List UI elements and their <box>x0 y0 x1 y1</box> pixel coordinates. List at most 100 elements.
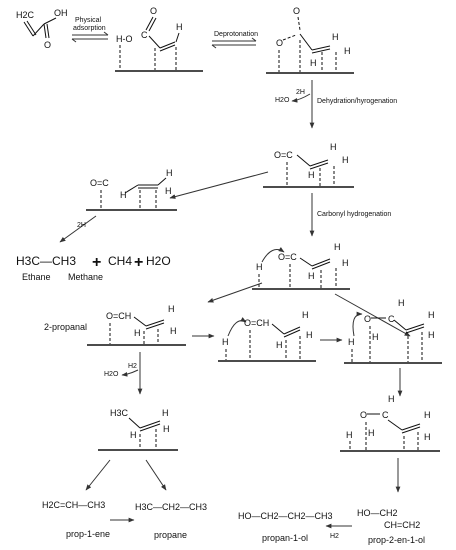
physical-adsorption-label-line1: Physical <box>75 17 102 24</box>
propyl-h-3: H <box>130 430 137 440</box>
mid-h-4: H <box>276 340 283 350</box>
arrow-to-right-branch <box>334 293 411 337</box>
propenol-formula-top: HO—CH2 <box>357 508 398 518</box>
prop-1-ene-label: prop-1-ene <box>66 529 110 539</box>
two-h-label-2: 2H <box>77 222 86 229</box>
decarb-h-2: H <box>166 168 173 178</box>
mid-h-1: H <box>222 337 229 347</box>
alk-h-4: H <box>368 428 375 438</box>
right-o-label: O <box>364 314 371 324</box>
dehydration-arrow: Dehydration/hyrogenation 2H H2O <box>275 80 397 129</box>
carbonyl-hydrogenation-arrow: Carbonyl hydrogenation <box>309 193 391 237</box>
arrow-to-propane <box>145 459 167 491</box>
water-formula: H2O <box>146 254 171 268</box>
alk-o-label: O <box>360 410 367 420</box>
two-propanal-label: 2-propanal <box>44 322 87 332</box>
mid-och-label: O=CH <box>244 318 269 328</box>
two-h-label-1: 2H <box>296 89 305 96</box>
methane-formula: CH4 <box>108 254 132 268</box>
attack-h-4: H <box>308 271 315 281</box>
decarb-h-1: H <box>120 190 127 200</box>
propanal-h-2: H <box>170 326 177 336</box>
propene-adsorbed: H3C H H H <box>98 408 178 451</box>
adsorbed-o-label: O <box>150 6 157 16</box>
propyl-h-1: H <box>162 408 169 418</box>
propane-label: propane <box>154 530 187 540</box>
mid-h-3: H <box>306 330 313 340</box>
right-h-2: H <box>428 310 435 320</box>
mid-h-2: H <box>302 310 309 320</box>
carboxylate-h-2: H <box>344 46 351 56</box>
alk-h-top: H <box>388 394 395 404</box>
acrylic-o-label: O <box>44 40 51 50</box>
decarb-oc-label: O=C <box>90 178 109 188</box>
acryloyl-h-3: H <box>308 170 315 180</box>
deprotonation-arrow: Deprotonation <box>211 31 258 49</box>
alk-c-label: C <box>382 410 389 420</box>
deprotonation-label: Deprotonation <box>214 31 258 38</box>
plus-sign-1: + <box>92 254 101 271</box>
prop-1-ene-product: H2C=CH—CH3 prop-1-ene <box>42 500 110 539</box>
adsorbed-h-top: H <box>176 22 183 32</box>
acryloyl-h-2: H <box>342 155 349 165</box>
carboxylate-h-1: H <box>332 32 339 42</box>
attack-h-3: H <box>342 258 349 268</box>
carbonyl-hydrogenation-label: Carbonyl hydrogenation <box>317 211 391 218</box>
adsorbed-acrylic-acid: O H-O C H <box>115 6 203 72</box>
h2o-release-1: H2O <box>275 97 290 104</box>
attack-h-1: H <box>256 262 263 272</box>
h-attack-carbonyl: H O=C H H H <box>252 242 350 290</box>
decarbonylation-surface: O=C H H H <box>86 168 177 211</box>
adsorbed-c-label: C <box>141 30 148 40</box>
propene-formula: H2C=CH—CH3 <box>42 500 105 510</box>
h-attack-aldehyde: H O=CH H H H <box>218 310 316 362</box>
ethane-label: Ethane <box>22 272 51 282</box>
physical-adsorption-arrow: Physical adsorption <box>71 17 109 43</box>
right-h-top: H <box>398 298 405 308</box>
propanal-h-1: H <box>168 304 175 314</box>
carboxylate-o-top: O <box>293 6 300 16</box>
acrylic-acid-molecule: H2C OH O <box>16 8 68 50</box>
plus-sign-2: + <box>134 254 143 271</box>
h-attack-alkoxy: H O C H H H H <box>344 298 442 364</box>
acryloyl-h-1: H <box>330 142 337 152</box>
acryloyl-intermediate: O=C H H H <box>263 142 354 188</box>
right-h-4: H <box>372 332 379 342</box>
arrow-to-decarbonylation <box>169 171 269 199</box>
arrow-to-ethane: 2H <box>59 215 97 243</box>
acrylic-h2c-label: H2C <box>16 10 35 20</box>
decarb-h-3: H <box>165 186 172 196</box>
propyl-h3c-label: H3C <box>110 408 129 418</box>
h2-label-2: H2 <box>330 533 339 540</box>
ethane-formula: H3C—CH3 <box>16 254 76 268</box>
propan-1-ol-label: propan-1-ol <box>262 533 308 543</box>
arrow-propenol-to-propanol: H2 <box>325 523 352 540</box>
propanal-h-3: H <box>134 328 141 338</box>
propan-1-ol-product: HO—CH2—CH2—CH3 propan-1-ol <box>238 511 333 543</box>
alk-h-3: H <box>424 432 431 442</box>
propanal-och-label: O=CH <box>106 311 131 321</box>
carboxylate-o-side: O <box>276 38 283 48</box>
right-c-label: C <box>388 314 395 324</box>
propane-formula: H3C—CH2—CH3 <box>135 502 207 512</box>
propane-product: H3C—CH2—CH3 propane <box>135 502 207 540</box>
arrow-propanal-down: H2O H2 <box>104 352 143 395</box>
alk-h-2: H <box>424 410 431 420</box>
propanol-formula: HO—CH2—CH2—CH3 <box>238 511 333 521</box>
prop-2-en-1-ol-label: prop-2-en-1-ol <box>368 535 425 545</box>
h2-label-1: H2 <box>128 363 137 370</box>
dehydration-label: Dehydration/hyrogenation <box>317 98 397 105</box>
adsorbed-carboxylate: O O H H H <box>266 6 354 74</box>
methane-label: Methane <box>68 272 103 282</box>
ethane-methane-products: H3C—CH3 + CH4 + H2O Ethane Methane <box>16 254 171 282</box>
attack-h-2: H <box>334 242 341 252</box>
alkoxide-adsorbed: H O C H H H H <box>340 394 440 452</box>
adsorbed-ho-label: H-O <box>116 34 133 44</box>
attack-oc-label: O=C <box>278 252 297 262</box>
propenol-formula-bot: CH=CH2 <box>384 520 420 530</box>
arrow-to-propene <box>85 459 111 491</box>
acryloyl-oc-label: O=C <box>274 150 293 160</box>
prop-2-en-1-ol-product: HO—CH2 CH=CH2 prop-2-en-1-ol <box>357 508 425 545</box>
right-h-3: H <box>428 330 435 340</box>
